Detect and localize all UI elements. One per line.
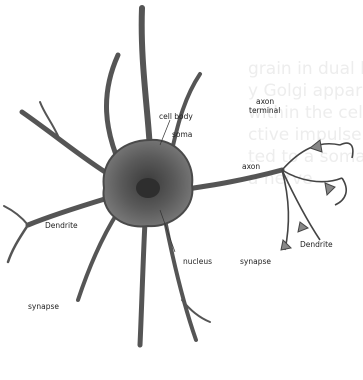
- nucleus-label: nucleus: [183, 257, 212, 266]
- dendrite-top-left: [106, 55, 120, 165]
- soma-label: soma: [172, 130, 192, 139]
- dendrite-bottom: [140, 222, 145, 345]
- synapse-label-right: synapse: [240, 257, 271, 266]
- dendrite-top: [142, 8, 150, 150]
- axon-terminal: [282, 143, 353, 250]
- synaptic-knobs: [281, 140, 335, 250]
- axon-terminal-label-line2: terminal: [249, 106, 280, 115]
- dendrite-lower-left: [78, 212, 118, 300]
- dendrite-label: Dendrite: [45, 221, 78, 230]
- cell-body-label: cell body: [159, 112, 193, 121]
- dendrite-upper-left: [22, 112, 110, 175]
- dendrite-label-right: Dendrite: [300, 240, 333, 249]
- nucleus: [136, 178, 160, 198]
- synapse-label-left: synapse: [28, 302, 59, 311]
- axon: [180, 170, 282, 190]
- axon-terminal-label-line1: axon: [256, 97, 274, 106]
- axon-label: axon: [242, 162, 260, 171]
